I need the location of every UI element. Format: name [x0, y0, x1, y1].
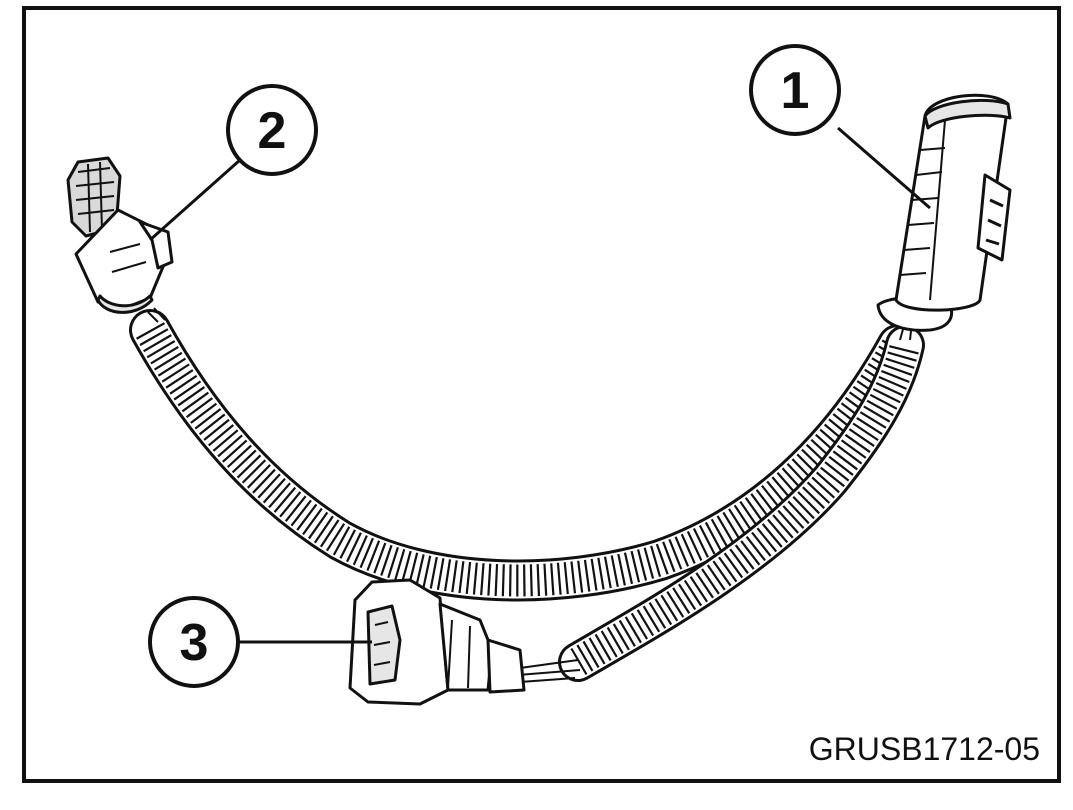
callout-2: 2 [226, 84, 318, 176]
wire-conduit-left [129, 309, 919, 602]
connector-3 [348, 578, 526, 706]
callout-2-label: 2 [258, 102, 287, 160]
callout-1: 1 [749, 44, 841, 136]
wire-leads-2 [147, 307, 166, 323]
callout-1-label: 1 [781, 62, 810, 120]
callout-3: 3 [148, 596, 240, 688]
connector-1 [876, 93, 1012, 332]
callout-3-label: 3 [180, 614, 209, 672]
wire-leads-3 [517, 659, 581, 683]
callout-leaders [149, 126, 931, 644]
figure-reference-code: GRUSB1712-05 [809, 731, 1040, 767]
wire-conduit-lower [558, 325, 925, 682]
connector-2 [66, 156, 174, 314]
